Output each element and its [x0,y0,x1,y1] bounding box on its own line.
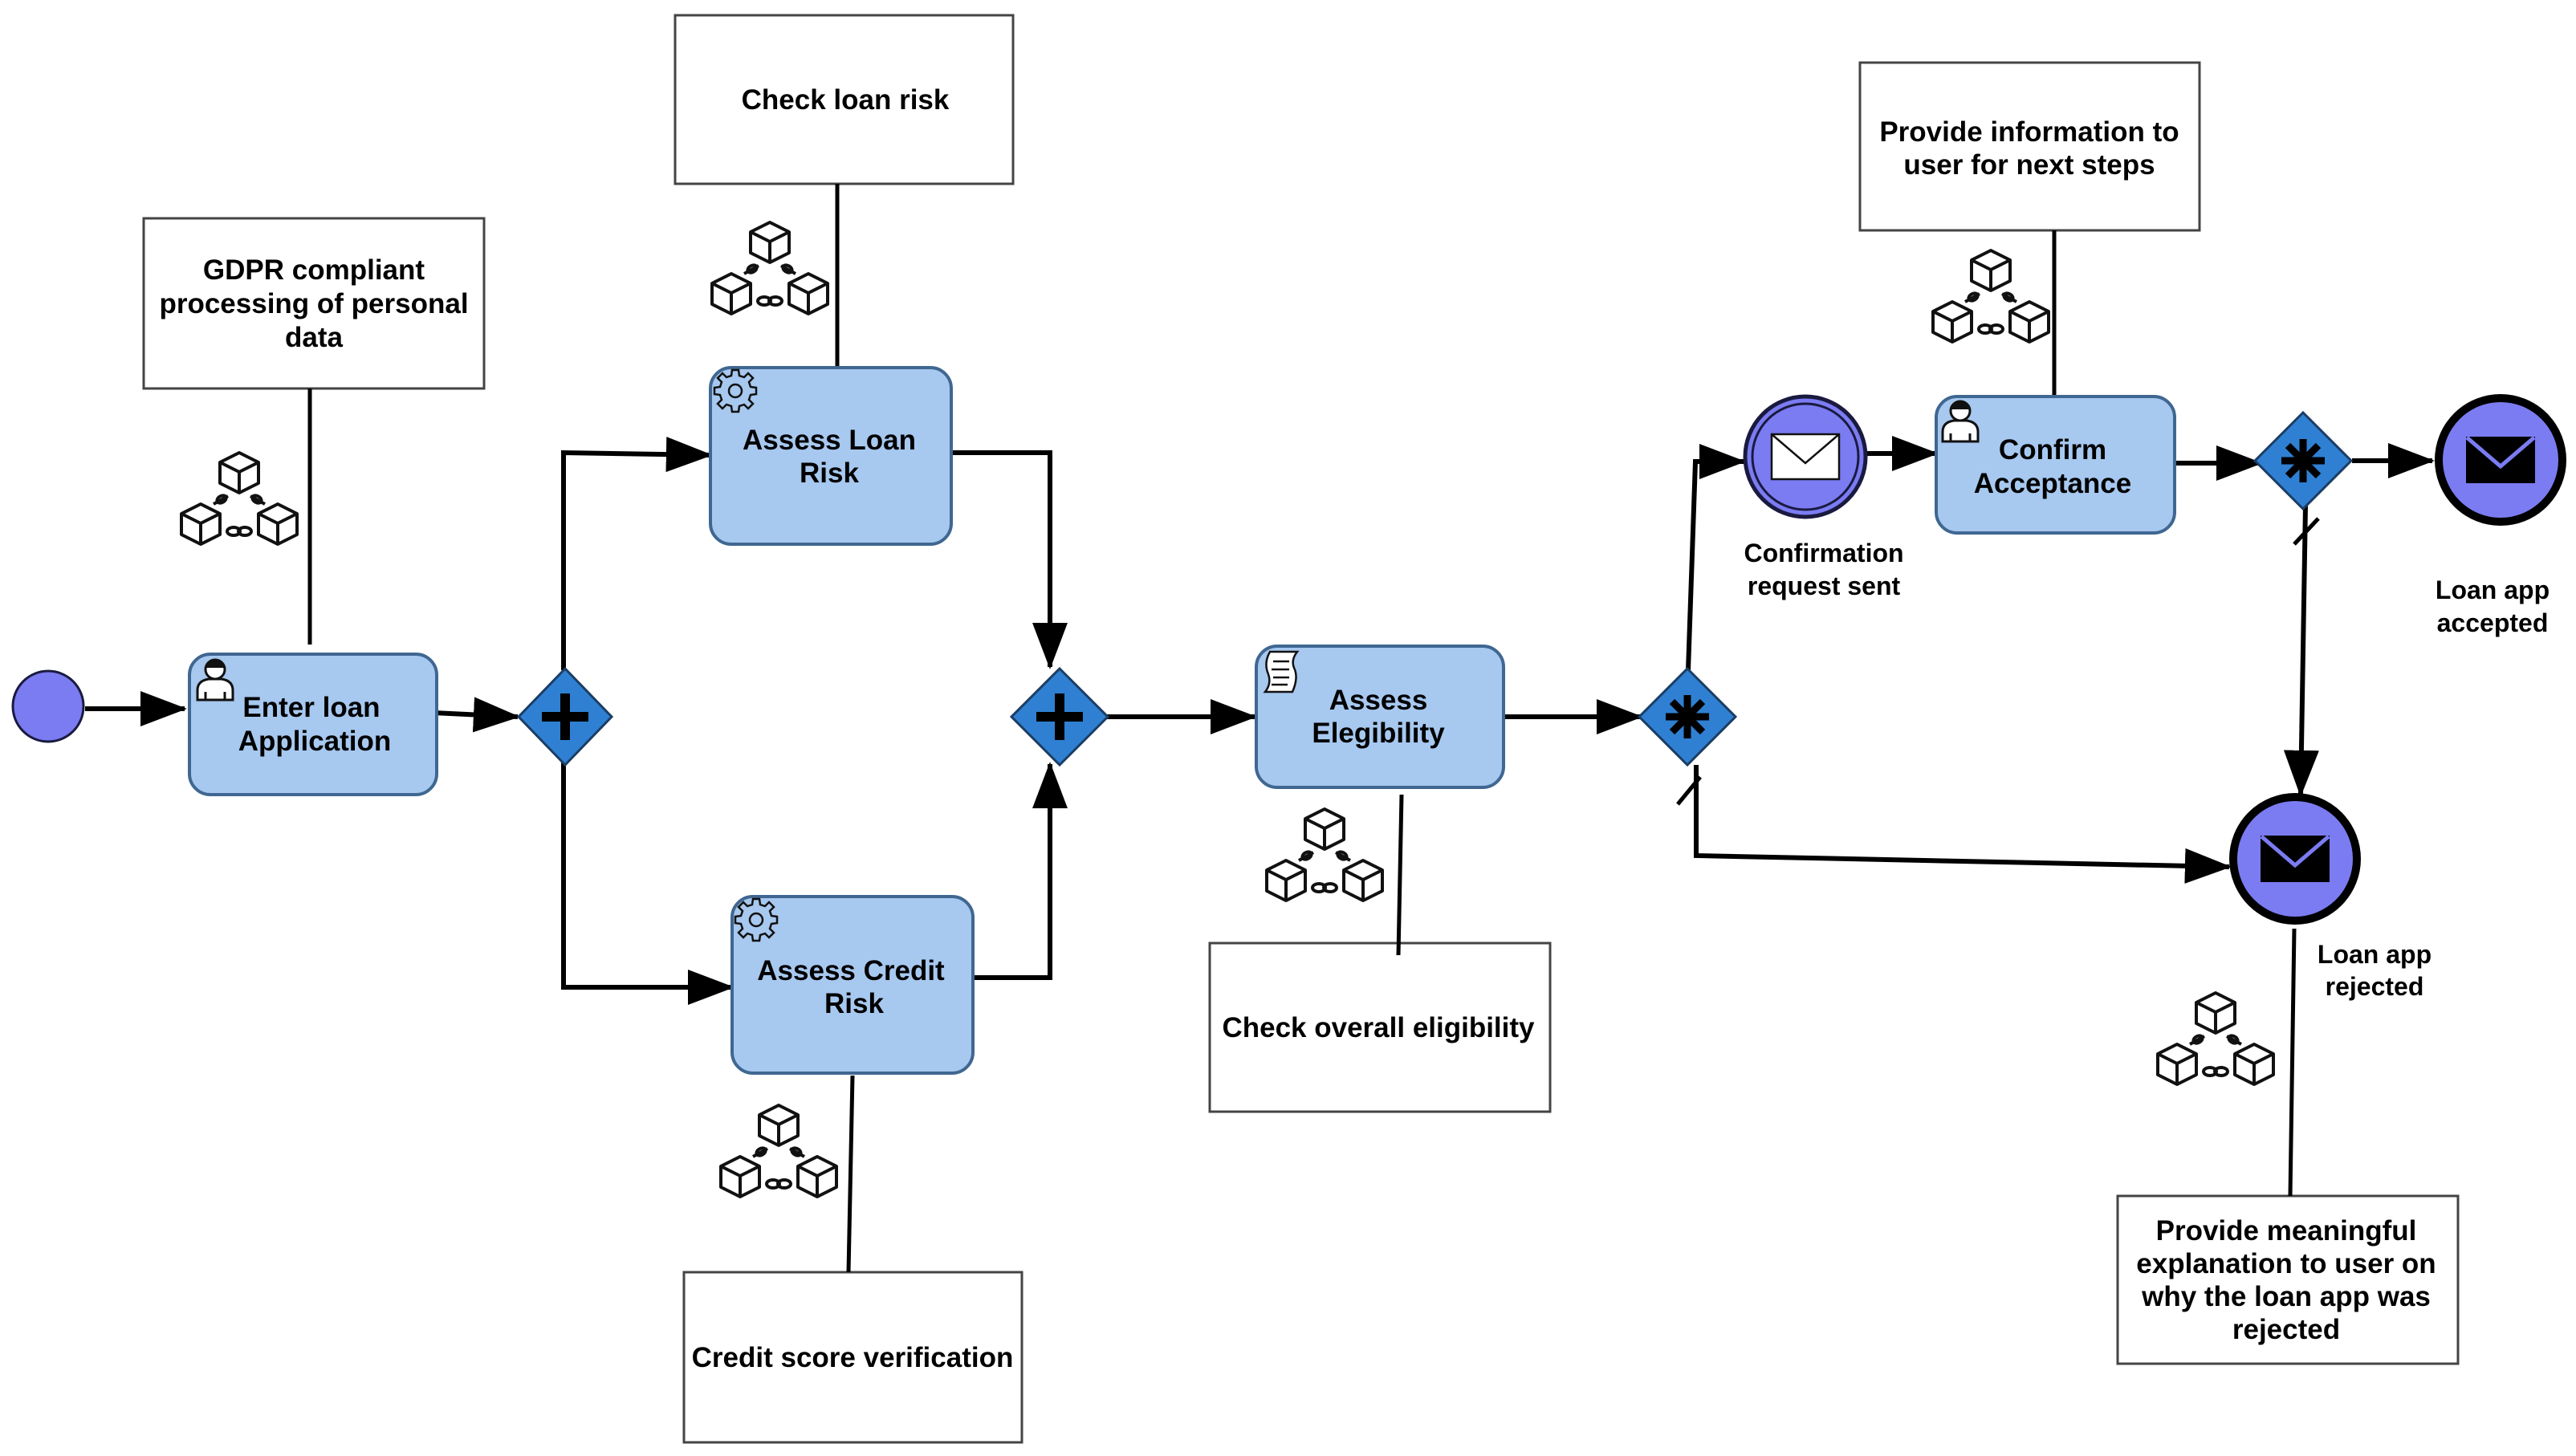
blockchain-icon [710,221,829,315]
label-accepted-line-2: accepted [2437,608,2549,637]
default-slash-2 [2293,517,2320,546]
plus-icon [542,693,588,740]
annotation-explanation-line-2: explanation to user on [2136,1248,2436,1279]
blockchain-icon [1931,249,2050,344]
envelope-icon [2261,836,2329,881]
annotation-check-loan-risk-text: Check loan risk [742,84,950,116]
task-credit-risk-line-2: Risk [824,988,884,1019]
annotation-explanation-line-4: rejected [2232,1314,2340,1345]
start-event[interactable] [11,669,85,743]
task-confirm-acceptance[interactable]: Confirm Acceptance [1935,395,2176,535]
association-explanation [2288,928,2297,1197]
task-enter-loan-line-2: Application [238,726,392,757]
complex-gateway-acceptance[interactable] [2252,410,2354,511]
plus-icon [1036,693,1083,740]
parallel-join-gateway[interactable] [1009,666,1110,767]
flow-gateway-to-rejected-2 [2283,505,2319,797]
asterisk-icon [1666,695,1709,738]
annotation-credit-score: Credit score verification [682,1271,1023,1444]
default-flow-markers [1676,517,2320,806]
label-confirmation-line-2: request sent [1748,571,1901,600]
label-confirmation-request-sent: Confirmation request sent [1744,539,1903,600]
blockchain-icon [719,1104,838,1198]
task-enter-loan-application[interactable]: Enter loan Application [188,653,438,796]
task-enter-loan-line-1: Enter loan [242,692,380,723]
envelope-icon [1770,433,1841,481]
annotation-provide-info-line-2: user for next steps [1903,149,2155,181]
flow-loan-risk-to-join [953,450,1068,669]
task-loan-risk-line-1: Assess Loan [743,425,916,456]
task-eligibility-line-1: Assess [1329,685,1428,716]
annotation-overall-eligibility-text: Check overall eligibility [1222,1012,1535,1043]
flow-gateway-to-rejected [1694,765,2232,884]
label-rejected-line-1: Loan app [2318,940,2432,969]
task-assess-loan-risk[interactable]: Assess Loan Risk [709,366,953,546]
flow-enter-to-split [433,697,520,733]
annotation-gdpr-line-2: processing of personal [159,288,468,319]
blockchain-icon [2156,991,2275,1086]
task-assess-credit-risk[interactable]: Assess Credit Risk [730,895,975,1075]
parallel-split-gateway[interactable] [516,666,614,767]
blockchain-icon [1265,807,1384,902]
event-loan-app-rejected[interactable] [2229,793,2361,925]
flow-split-to-credit-risk [561,760,735,1005]
annotation-explanation-line-3: why the loan app was [2141,1281,2431,1312]
annotation-overall-eligibility: Check overall eligibility [1208,942,1552,1113]
task-confirm-line-2: Acceptance [1974,468,2131,499]
task-confirm-line-1: Confirm [1999,434,2106,466]
task-credit-risk-line-1: Assess Credit [757,955,945,986]
annotation-gdpr-line-1: GDPR compliant [203,254,425,286]
flow-gateway-to-confirmation [1686,444,1746,671]
annotation-explanation: Provide meaningful explanation to user o… [2116,1194,2460,1365]
asterisk-icon [2281,439,2325,482]
label-rejected-line-2: rejected [2326,972,2424,1001]
task-assess-eligibility[interactable]: Assess Elegibility [1255,645,1505,789]
task-loan-risk-line-2: Risk [800,458,859,489]
label-confirmation-line-1: Confirmation [1744,539,1903,567]
annotation-explanation-line-1: Provide meaningful [2156,1215,2417,1247]
complex-gateway-eligibility[interactable] [1637,666,1738,767]
script-icon [1264,650,1299,693]
label-accepted-line-1: Loan app [2436,575,2550,604]
flow-credit-risk-to-join [972,762,1068,980]
blockchain-icon [180,451,299,546]
label-loan-app-rejected: Loan app rejected [2318,940,2432,1001]
annotation-check-loan-risk: Check loan risk [674,14,1015,185]
event-confirmation-request-sent[interactable] [1743,394,1868,519]
flow-split-to-loan-risk [561,437,713,670]
label-loan-app-accepted: Loan app accepted [2436,575,2550,637]
association-credit-score [846,1075,855,1273]
annotation-gdpr-line-3: data [285,322,344,353]
annotation-gdpr: GDPR compliant processing of personal da… [142,217,486,390]
event-loan-app-accepted[interactable] [2435,394,2566,526]
task-eligibility-line-2: Elegibility [1312,718,1445,749]
annotation-provide-info: Provide information to user for next ste… [1858,61,2201,232]
annotation-provide-info-line-1: Provide information to [1879,116,2179,148]
envelope-icon [2467,437,2534,482]
association-eligibility [1396,794,1404,956]
associations [307,184,2297,1273]
annotation-credit-score-text: Credit score verification [692,1342,1014,1373]
default-slash-1 [1676,775,1702,806]
sequence-flows [85,436,2435,1005]
